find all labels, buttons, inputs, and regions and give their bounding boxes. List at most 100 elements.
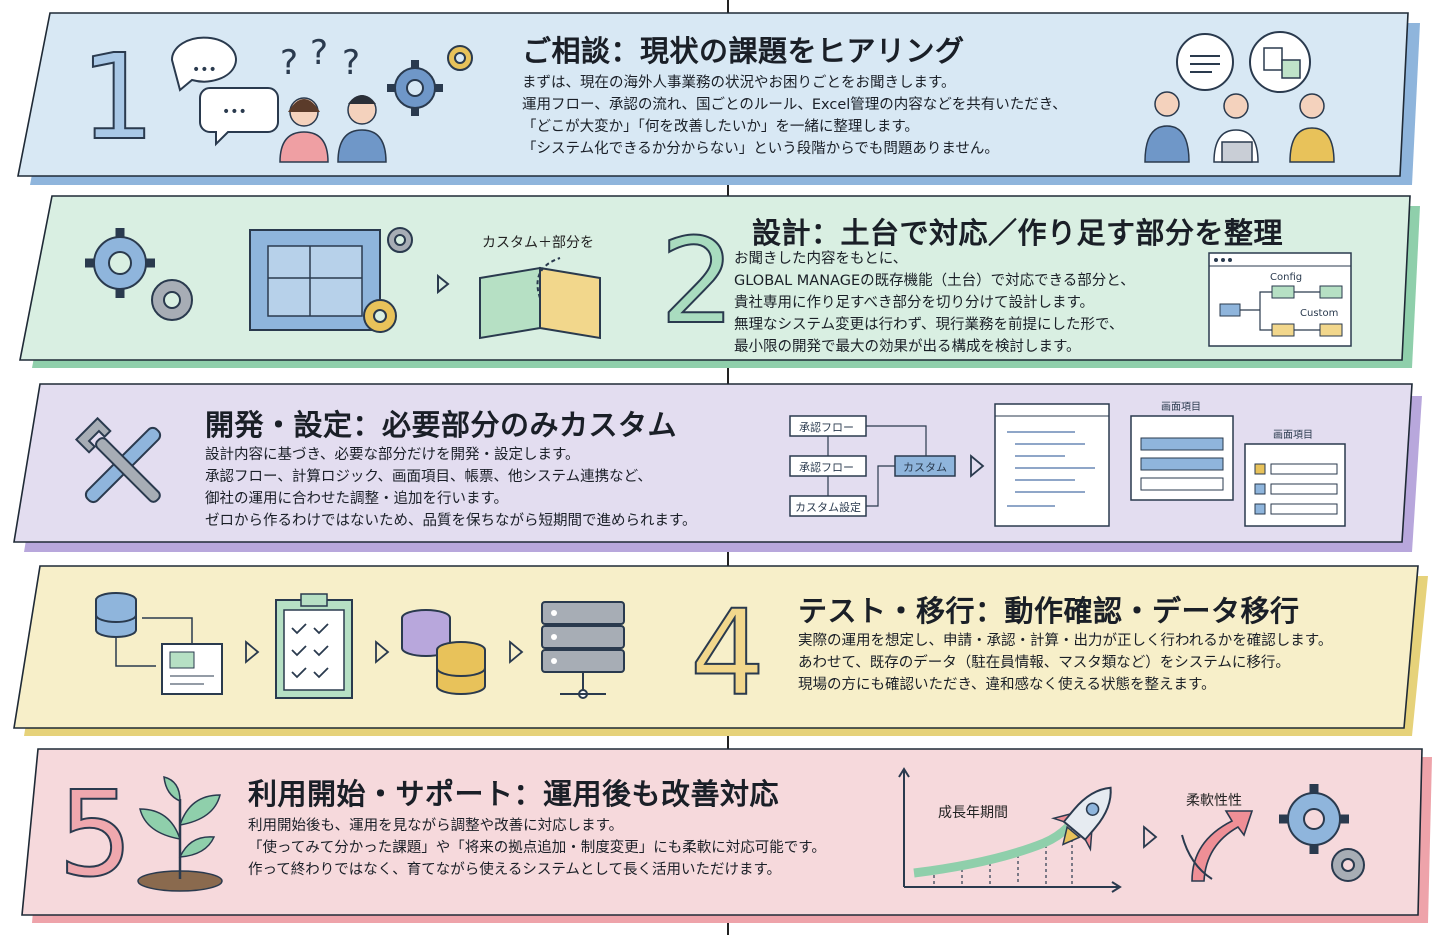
box-caption: カスタム＋部分を	[482, 235, 594, 251]
description-line: 無理なシステム変更は行わず、現行業務を前提にした形で、	[734, 317, 1124, 333]
step-5-title: 利用開始・サポート：運用後も改善対応	[248, 777, 780, 811]
database-icon	[95, 592, 137, 638]
chat-bubble-icon	[1176, 33, 1234, 91]
speech-bubble-icon: •••	[170, 36, 237, 92]
gear-icon	[151, 279, 193, 321]
description-line: 利用開始後も、運用を見ながら調整や改善に対応します。	[248, 818, 624, 834]
gear-icon	[447, 45, 473, 71]
arrow-right-icon	[375, 640, 390, 664]
code-editor-window	[994, 403, 1110, 527]
growth-illustration	[898, 767, 1365, 893]
server-icon	[541, 601, 625, 699]
step-4-banner	[13, 565, 1428, 736]
blueprint-icon	[249, 229, 381, 331]
person-icon	[337, 95, 387, 163]
growth-chart	[898, 767, 1122, 893]
person-icon	[1213, 93, 1259, 163]
step-5-description: 利用開始後も、運用を見ながら調整や改善に対応します。 「使ってみて分かった課題」…	[248, 815, 826, 881]
flow-node-label: カスタム設定	[795, 500, 861, 514]
description-line: 「システム化できるか分からない」という段階からでも問題ありません。	[522, 141, 999, 157]
meeting-illustration	[1144, 31, 1335, 163]
step-4-number: 4	[689, 584, 766, 722]
flexibility-label: 柔軟性性	[1186, 793, 1242, 809]
svg-text:•••: •••	[222, 104, 247, 120]
step-4-title: テスト・移行：動作確認・データ移行	[798, 594, 1300, 628]
screen-fields-window	[1130, 415, 1234, 501]
step-3: 開発・設定：必要部分のみカスタム 設計内容に基づき、必要な部分だけを開発・設定し…	[0, 380, 1440, 560]
connector-arrow	[115, 617, 193, 667]
screen-label: 画面項目	[1273, 429, 1313, 441]
arrow-right-icon	[1143, 825, 1158, 849]
box-icon	[479, 257, 601, 340]
description-line: 最小限の開発で最大の効果が出る構成を検討します。	[734, 339, 1081, 355]
arrow-right-icon	[509, 640, 524, 664]
question-mark-icon: ?	[310, 33, 328, 73]
tools-icon	[74, 416, 162, 504]
gear-icon	[387, 60, 443, 116]
gear-icon	[1279, 784, 1349, 854]
step-5-number: 5	[57, 765, 134, 903]
description-line: お聞きした内容をもとに、	[734, 251, 908, 267]
person-icon	[279, 97, 329, 163]
step-4: 4 テスト・移行：動作確認・データ移行 実際の運用を想定し、申請・承認・計算・出…	[0, 560, 1440, 745]
customization-diagram: 承認フロー 承認フロー カスタム設定 カスタム 画面項目	[789, 401, 1346, 527]
question-mark-icon: ?	[342, 43, 360, 83]
step-5: 5 利用開始・サポート：運用後も改善対応 利用開始後も、運用を見ながら調整や改善…	[0, 745, 1440, 935]
step-3-description: 設計内容に基づき、必要な部分だけを開発・設定します。 承認フロー、計算ロジック、…	[205, 444, 697, 532]
step-1-description: まずは、現在の海外人事業務の状況やお困りごとをお聞きします。 運用フロー、承認の…	[522, 72, 1067, 160]
test-migration-illustration	[95, 592, 625, 699]
question-mark-icon: ?	[280, 43, 298, 83]
flow-node-label: 承認フロー	[799, 420, 854, 434]
step-3-title: 開発・設定：必要部分のみカスタム	[205, 408, 678, 442]
step-2: カスタム＋部分を 2 設計：土台で対応／作り足す部分を整理 お聞きした内容をもと…	[0, 190, 1440, 380]
description-line: 「どこが大変か」「何を改善したいか」を一緒に整理します。	[522, 119, 919, 135]
design-illustration	[85, 227, 601, 340]
description-line: GLOBAL MANAGEの既存機能（土台）で対応できる部分と、	[734, 273, 1135, 289]
gear-icon	[387, 227, 413, 253]
rocket-icon	[1050, 786, 1112, 852]
person-icon	[1144, 91, 1190, 163]
speech-bubble-icon: •••	[199, 87, 279, 147]
gear-icon	[1331, 848, 1365, 882]
sprout-icon	[137, 776, 223, 892]
growth-period-label: 成長年期間	[938, 805, 1008, 821]
description-line: 現場の方にも確認いただき、違和感なく使える状態を整えます。	[798, 677, 1216, 693]
screen-fields-window	[1244, 443, 1346, 527]
step-1-number: 1	[79, 28, 156, 166]
description-line: ゼロから作るわけではないため、品質を保ちながら短期間で進められます。	[205, 513, 697, 529]
upward-arrow-icon	[1191, 810, 1254, 882]
description-line: 設計内容に基づき、必要な部分だけを開発・設定します。	[205, 447, 580, 463]
description-line: 運用フロー、承認の流れ、国ごとのルール、Excel管理の内容などを共有いただき、	[522, 97, 1067, 113]
description-line: 作って終わりではなく、育てながら使えるシステムとして長く活用いただけます。	[248, 862, 782, 878]
checklist-icon	[275, 593, 353, 699]
flow-node-label: 承認フロー	[799, 460, 854, 474]
description-line: 御社の運用に合わせた調整・追加を行います。	[205, 491, 509, 507]
screen-label: 画面項目	[1161, 401, 1201, 413]
svg-text:•••: •••	[192, 62, 217, 78]
gear-icon	[363, 299, 397, 333]
arrow-right-icon	[970, 454, 985, 478]
consultation-illustration: ••• ••• ? ? ?	[170, 33, 473, 163]
person-icon	[1289, 93, 1335, 163]
document-icon	[161, 643, 223, 695]
arrow-right-icon	[437, 273, 450, 295]
description-line: 実際の運用を想定し、申請・承認・計算・出力が正しく行われるかを確認します。	[798, 633, 1333, 649]
config-diagram: Config Custom	[1208, 252, 1352, 347]
step-2-number: 2	[659, 212, 736, 350]
description-line: 「使ってみて分かった課題」や「将来の拠点追加・制度変更」にも柔軟に対応可能です。	[248, 840, 826, 856]
step-1: 1 ••• ••• ? ? ? ご	[0, 0, 1440, 190]
description-line: 承認フロー、計算ロジック、画面項目、帳票、他システム連携など、	[205, 469, 652, 485]
spreadsheet-icon	[1249, 31, 1311, 93]
step-1-title: ご相談：現状の課題をヒアリング	[522, 34, 965, 68]
custom-label: Custom	[1300, 308, 1338, 319]
step-2-title: 設計：土台で対応／作り足す部分を整理	[752, 216, 1284, 250]
arrow-right-icon	[245, 640, 260, 664]
gear-icon	[85, 228, 155, 298]
database-icon	[401, 609, 486, 695]
config-label: Config	[1270, 272, 1302, 283]
step-2-description: お聞きした内容をもとに、 GLOBAL MANAGEの既存機能（土台）で対応でき…	[734, 248, 1135, 358]
description-line: 貴社専用に作り足すべき部分を切り分けて設計します。	[734, 295, 1095, 311]
step-4-description: 実際の運用を想定し、申請・承認・計算・出力が正しく行われるかを確認します。 あわ…	[798, 630, 1332, 696]
description-line: まずは、現在の海外人事業務の状況やお困りごとをお聞きします。	[522, 75, 956, 91]
description-line: あわせて、既存のデータ（駐在員情報、マスタ類など）をシステムに移行。	[798, 655, 1290, 671]
